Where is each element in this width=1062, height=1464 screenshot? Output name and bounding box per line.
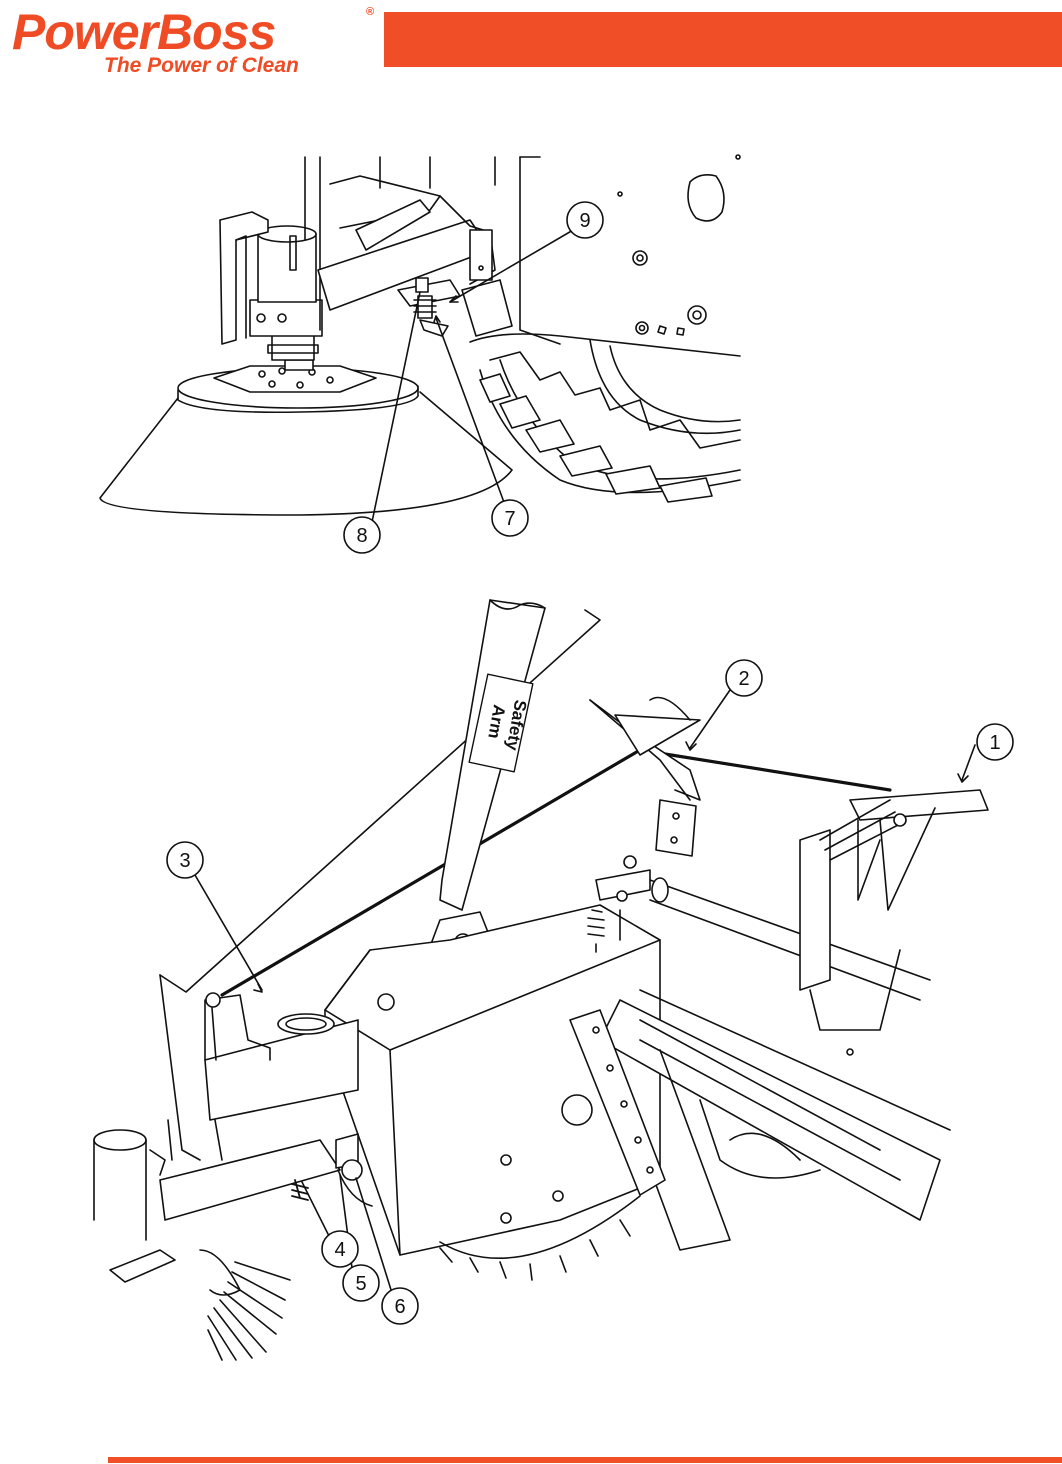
svg-text:5: 5 [355, 1273, 366, 1295]
callout-7: 7 [492, 500, 528, 536]
svg-text:4: 4 [334, 1239, 345, 1261]
callout-8: 8 [344, 517, 380, 553]
callout-3: 3 [167, 842, 203, 878]
svg-text:6: 6 [394, 1296, 405, 1318]
callout-9: 9 [567, 202, 603, 238]
callout-4: 4 [322, 1231, 358, 1267]
svg-text:9: 9 [579, 210, 590, 232]
svg-text:2: 2 [738, 668, 749, 690]
top-figure-side-broom [100, 155, 740, 522]
callout-6: 6 [382, 1288, 418, 1324]
callout-1: 1 [977, 724, 1013, 760]
bottom-figure-main-broom [94, 600, 988, 1360]
callout-2: 2 [726, 660, 762, 696]
svg-text:7: 7 [504, 508, 515, 530]
svg-text:8: 8 [356, 525, 367, 547]
svg-text:1: 1 [989, 732, 1000, 754]
callout-5: 5 [343, 1265, 379, 1301]
svg-text:3: 3 [179, 850, 190, 872]
footer-bar [108, 1457, 1062, 1463]
